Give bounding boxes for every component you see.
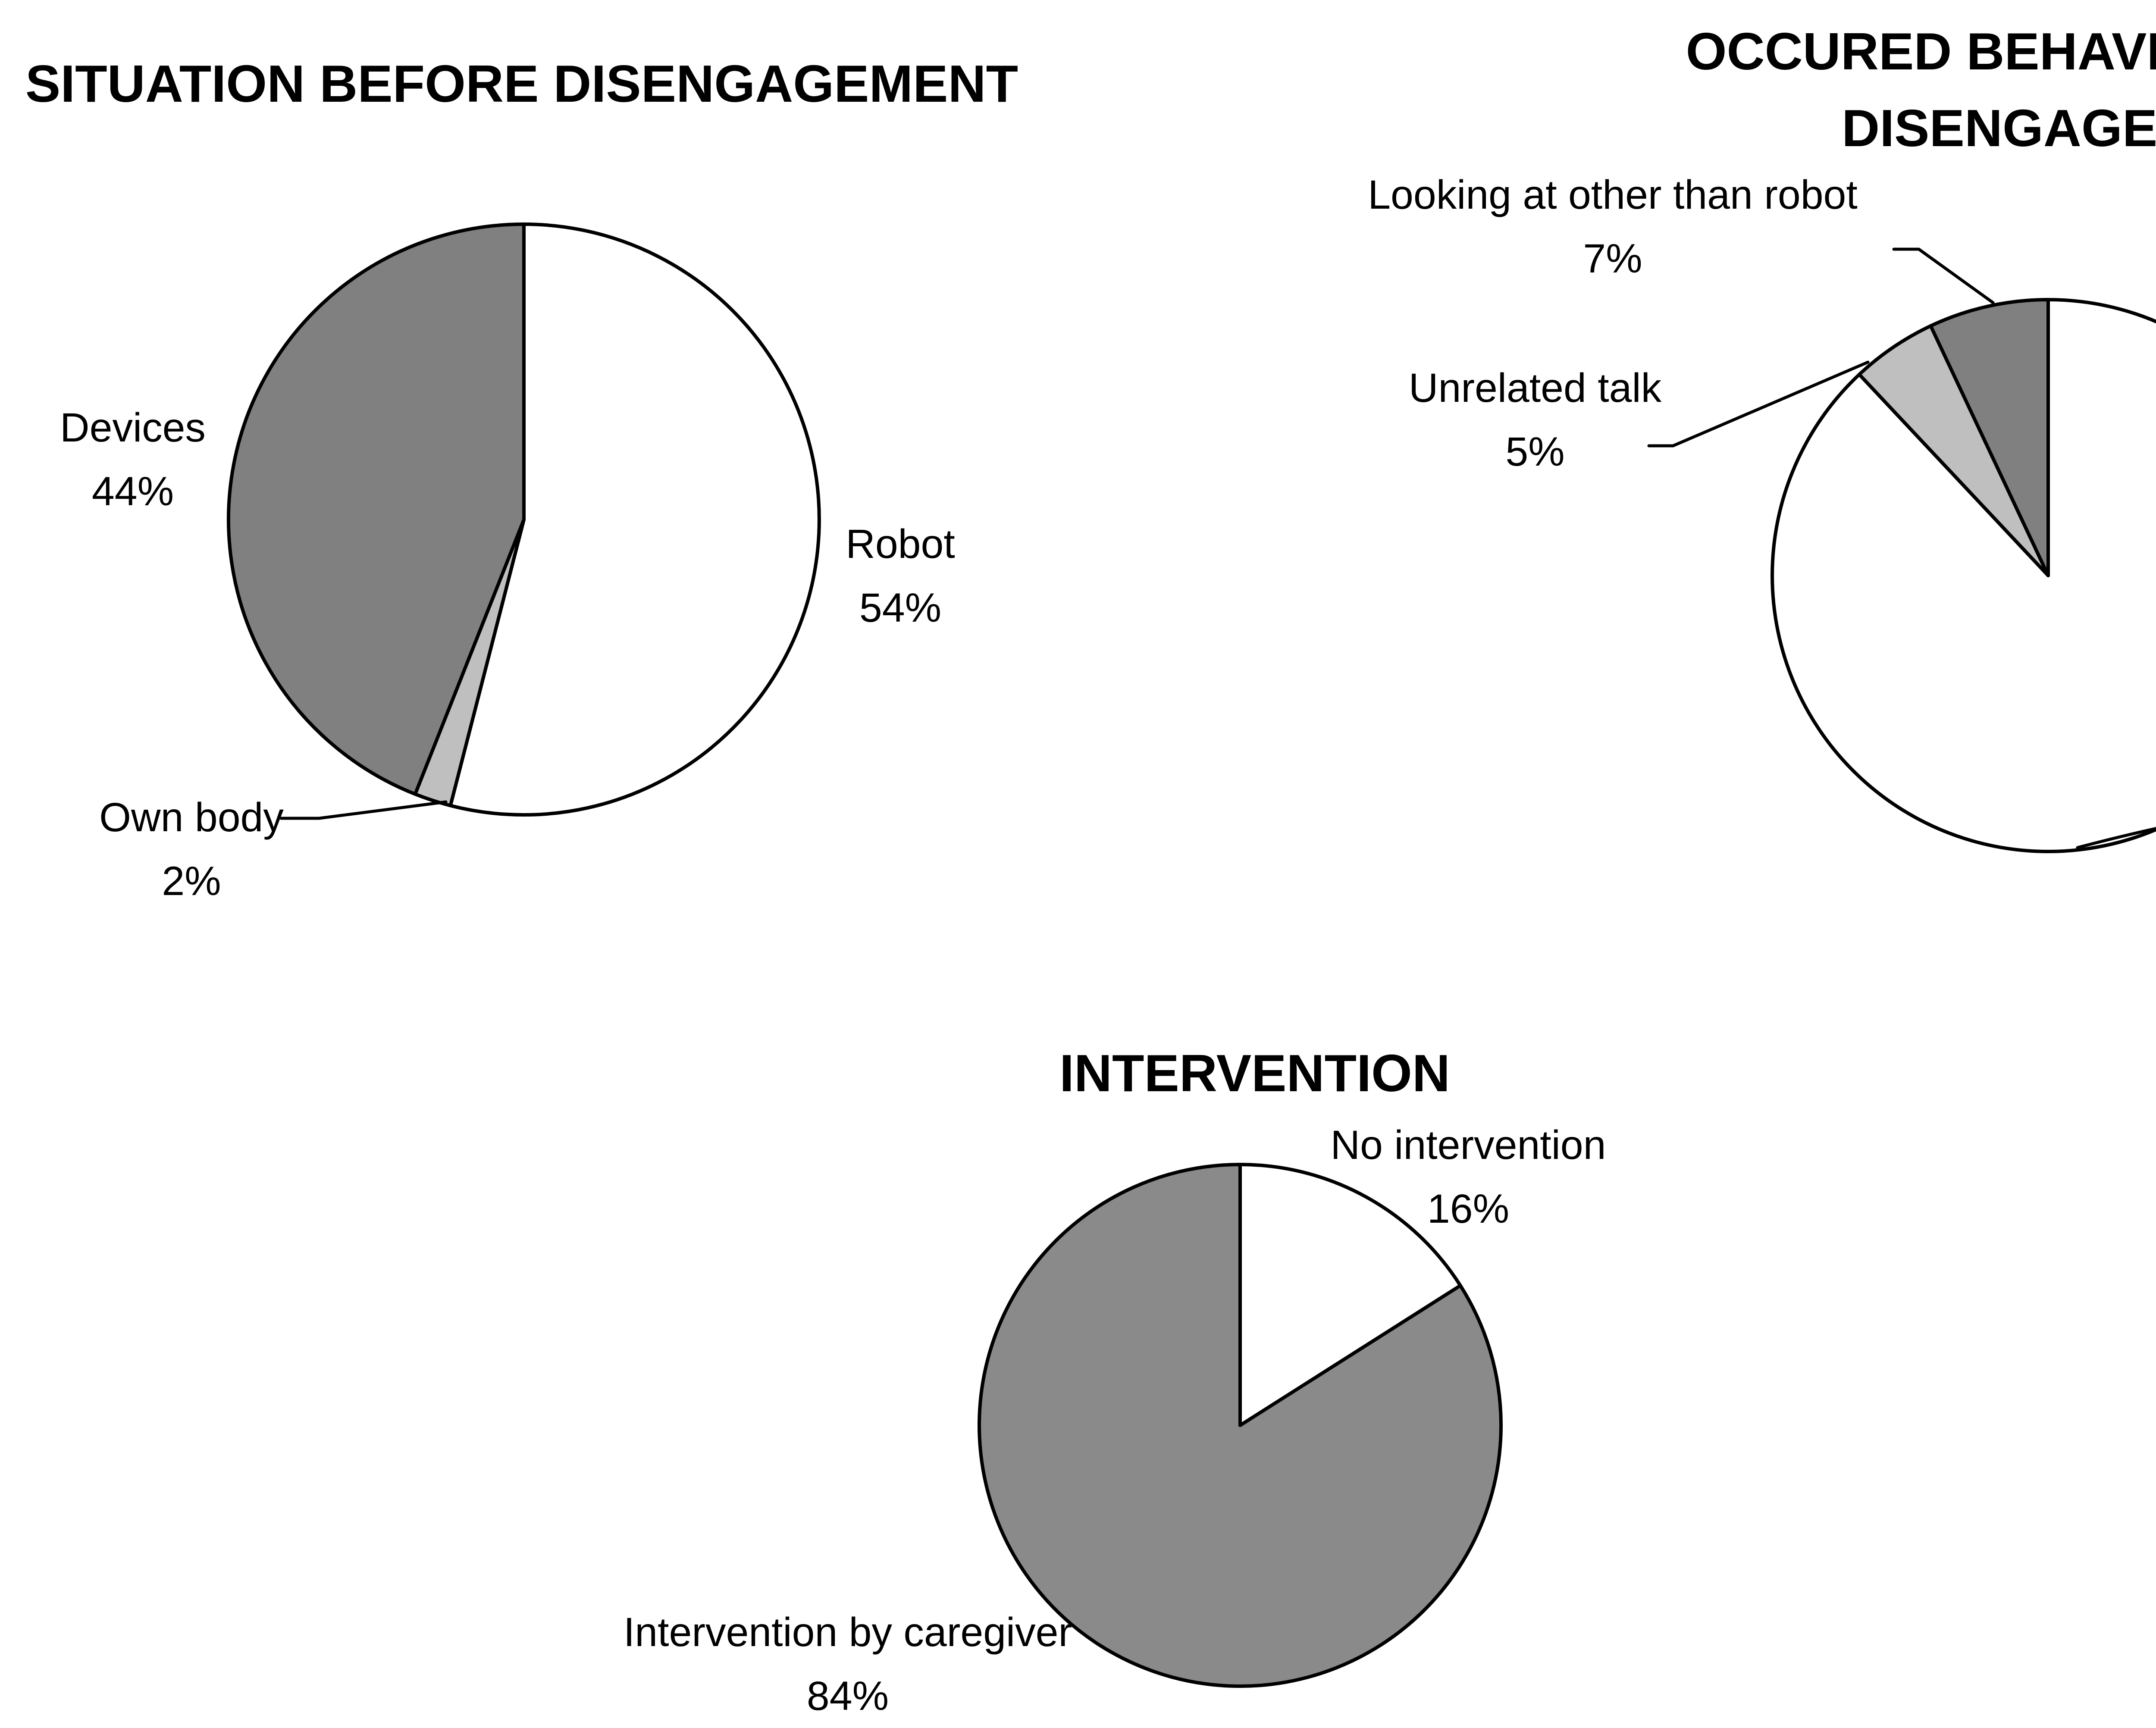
chart1-label-own-body-name: Own body [99,795,284,840]
pie-occured-slice-stereotypic-behavior [1771,298,2156,853]
chart2-label-stereotypic: Stereotypic behavior 88% [2087,761,2156,889]
chart2-label-looking-name: Looking at other than robot [1368,172,1858,218]
chart3-label-no-intervention-pct: 16% [1427,1186,1510,1232]
pie-intervention-slice-intervention-by-caregiver [978,1163,1503,1688]
pie-intervention-slice-no-intervention [1238,1163,1462,1427]
unrelated-leader [1647,360,1870,448]
pie-situation-slice-robot [448,222,821,817]
chart1-label-robot-name: Robot [846,521,955,567]
chart1-label-devices: Devices 44% [3,396,262,523]
chart1-label-devices-pct: 44% [91,469,174,514]
chart1-label-devices-name: Devices [60,405,206,451]
pie-situation-slice-devices [227,222,526,796]
stereotypic-leader [2076,827,2156,849]
chart2-label-looking-pct: 7% [1583,236,1642,282]
chart1-label-own-body-pct: 2% [162,858,221,904]
chart3-label-no-intervention-name: No intervention [1330,1122,1606,1168]
own-body-leader [279,800,448,820]
chart1-label-robot-pct: 54% [859,585,942,631]
pie-occured-slice-looking-at-other-than-robot [1929,298,2050,577]
chart2-label-looking: Looking at other than robot 7% [1246,163,1979,291]
chart1-title: SITUATION BEFORE DISENGAGEMENT [25,54,1018,113]
pie-occured-slice-unrelated-talk [1857,324,2050,577]
chart1-label-robot: Robot 54% [771,512,1030,640]
chart3-label-no-intervention: No intervention 16% [1123,1113,1813,1241]
chart2-label-unrelated-talk: Unrelated talk 5% [1212,356,1858,484]
chart2-label-stereotypic-name: Stereotypic behavior [2087,761,2156,825]
chart3-label-caregiver-pct: 84% [806,1673,889,1719]
chart3-label-caregiver-name: Intervention by caregiver [623,1609,1072,1655]
chart2-label-unrelated-talk-pct: 5% [1505,429,1565,475]
chart2-label-unrelated-talk-name: Unrelated talk [1408,365,1662,411]
chart2-title: OCCURED BEHAVIOR DURING DISENGAGEMENT [1686,22,2156,157]
chart3-title: INTERVENTION [1059,1044,1451,1102]
chart2-label-stereotypic-pct: 88% [2087,825,2156,889]
looking-leader [1892,247,1995,304]
chart1-label-own-body: Own body 2% [62,786,321,913]
chart3-label-caregiver: Intervention by caregiver 84% [503,1600,1193,1728]
